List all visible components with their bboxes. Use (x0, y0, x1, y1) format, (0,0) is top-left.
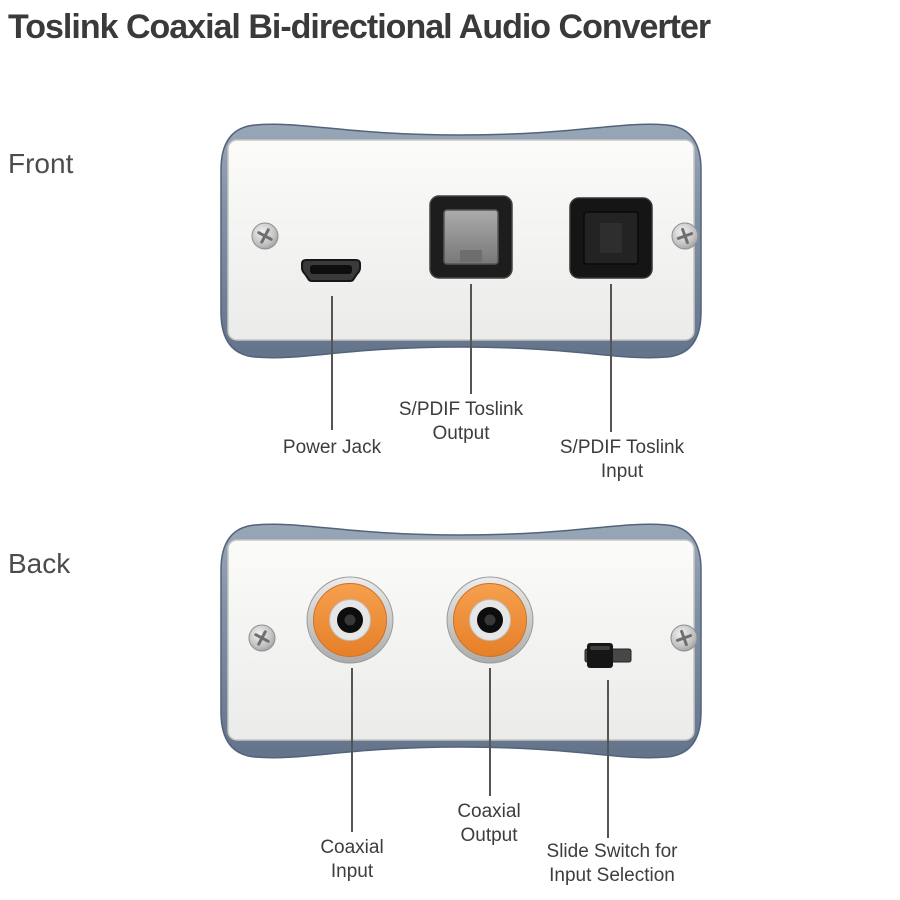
page-title: Toslink Coaxial Bi-directional Audio Con… (8, 8, 711, 46)
callout-line-coaxial-input (351, 668, 353, 832)
toslink-output-label: S/PDIF Toslink Output (398, 399, 524, 445)
front-device-image (220, 123, 702, 359)
slide-switch-label: Slide Switch for Input Selection (546, 841, 678, 887)
front-section-label: Front (8, 148, 74, 179)
screw-icon (671, 222, 699, 250)
coaxial-output-label: Coaxial Output (457, 801, 521, 847)
power-jack-port (301, 259, 361, 282)
callout-line-toslink-input (610, 284, 612, 432)
back-device-image (220, 523, 702, 759)
screw-icon (251, 222, 279, 250)
callout-line-toslink-output (470, 284, 472, 394)
callout-line-power-jack (331, 296, 333, 430)
screw-icon (248, 624, 276, 652)
screw-icon (670, 624, 698, 652)
toslink-output-port (429, 195, 513, 279)
toslink-input-label: S/PDIF Toslink Input (559, 437, 685, 483)
coaxial-input-label: Coaxial Input (320, 837, 384, 883)
callout-line-slide-switch (607, 680, 609, 838)
slide-switch (584, 643, 632, 668)
callout-line-coaxial-output (489, 668, 491, 796)
rca-jack-coaxial-input (306, 576, 394, 664)
toslink-input-port (569, 197, 653, 279)
power-jack-label: Power Jack (282, 437, 382, 458)
back-section-label: Back (8, 548, 71, 579)
rca-jack-coaxial-output (446, 576, 534, 664)
